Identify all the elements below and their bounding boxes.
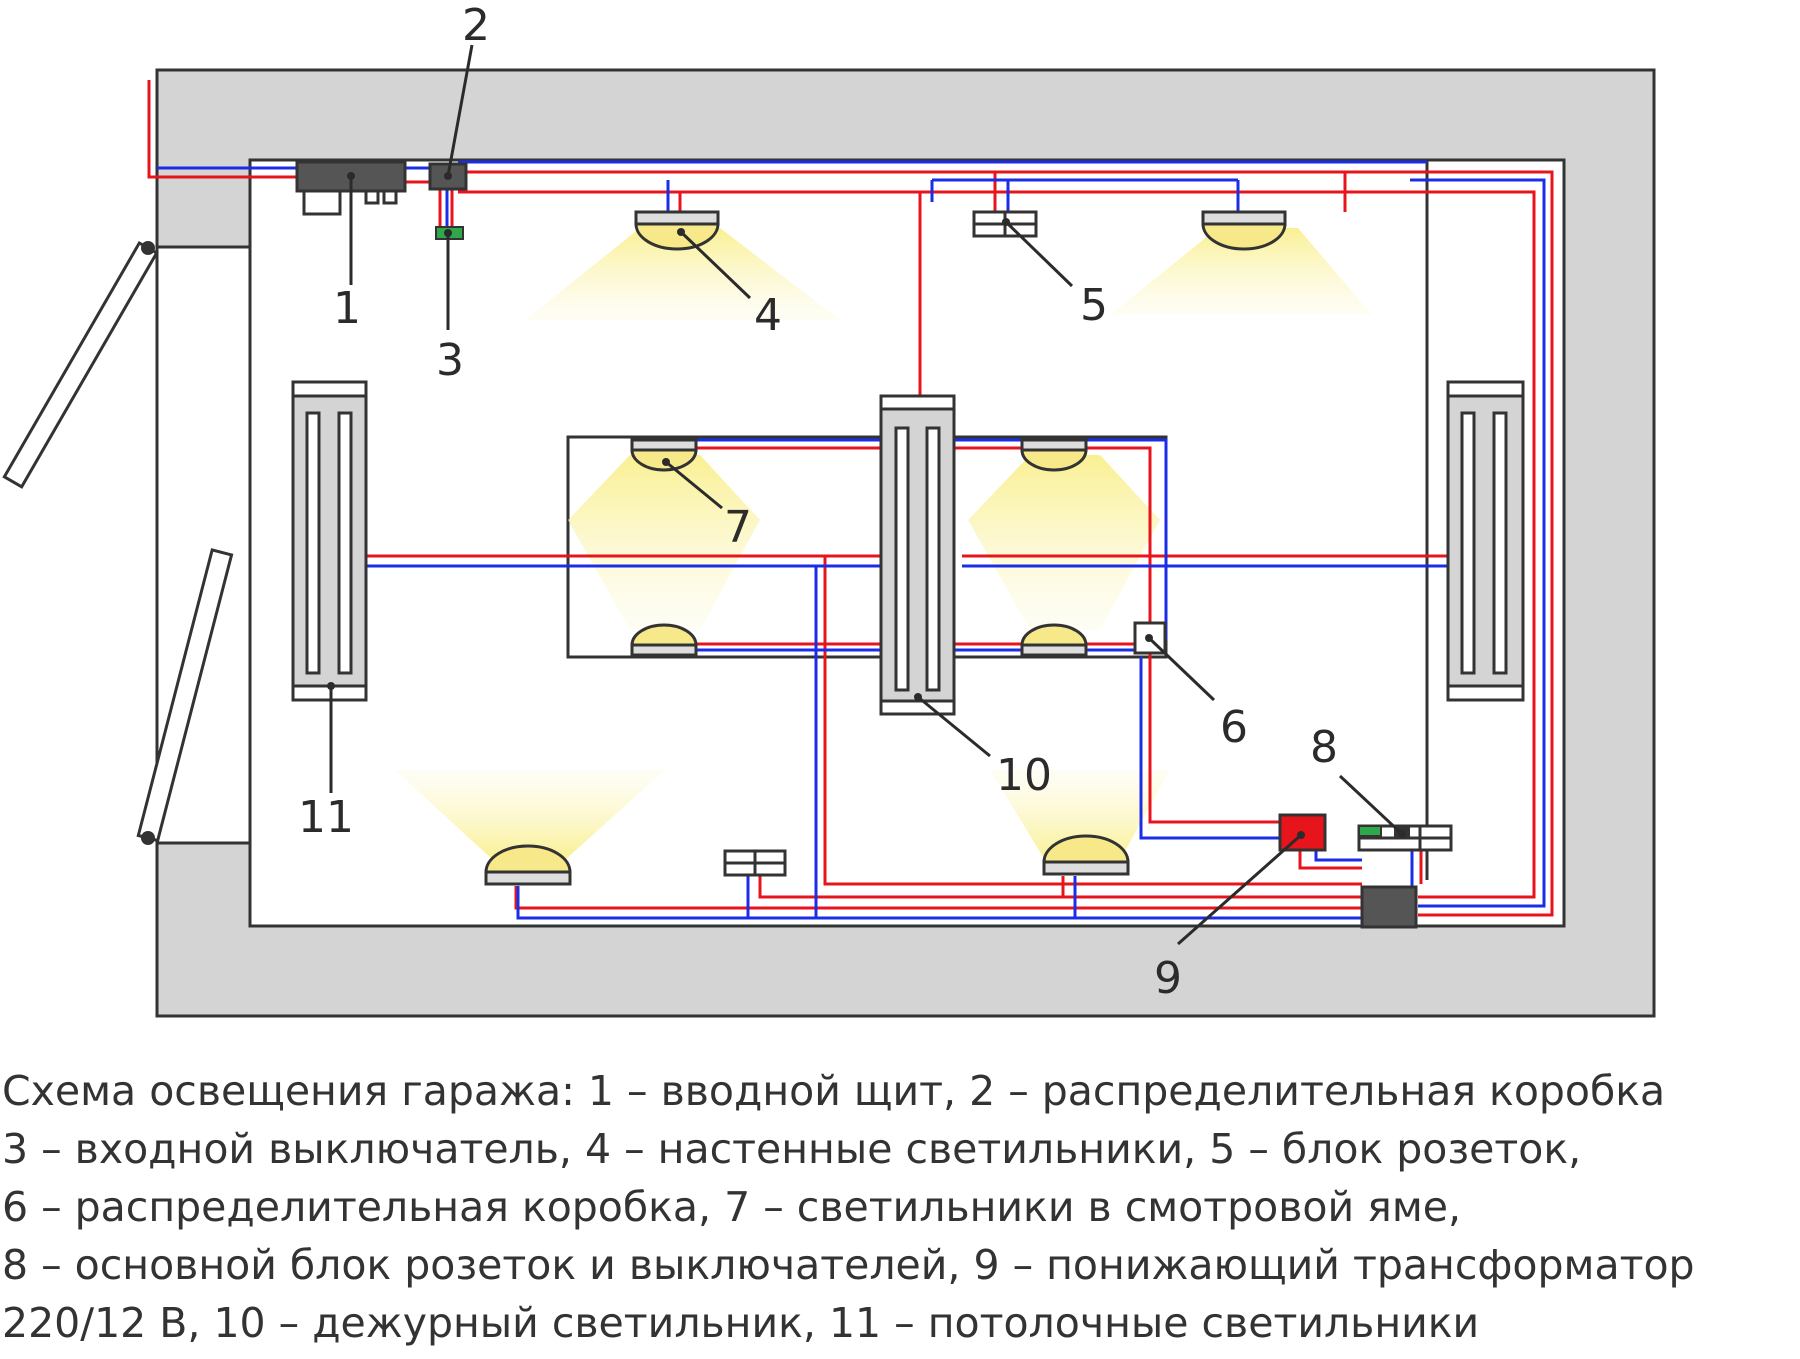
- label-5: 5: [1080, 280, 1108, 331]
- phase-wiring: [147, 80, 1554, 917]
- label-8: 8: [1310, 722, 1338, 773]
- label-7: 7: [724, 502, 752, 553]
- floor-lamp: [1042, 834, 1130, 876]
- door-hinge-bottom: [141, 831, 155, 845]
- label-11: 11: [298, 792, 354, 843]
- pit-lamp: [1020, 438, 1088, 472]
- leader-lines: [329, 44, 1404, 946]
- wall-lamp: [634, 210, 720, 251]
- garage-doors: [2, 240, 234, 845]
- distribution-box-bottom: [1360, 885, 1418, 929]
- ceiling-lamp: [291, 380, 368, 702]
- label-4: 4: [754, 290, 782, 341]
- pit-lamp: [1020, 623, 1088, 657]
- door-hinge-top: [141, 241, 155, 255]
- door-opening-edges: [157, 245, 250, 845]
- label-10: 10: [996, 750, 1052, 801]
- label-6: 6: [1220, 702, 1248, 753]
- socket-block: [972, 210, 1038, 238]
- figure-caption: Схема освещения гаража: 1 – вводной щит,…: [2, 1062, 1798, 1352]
- caption-line: 8 – основной блок розеток и выключателей…: [2, 1241, 1695, 1289]
- leader-dots: [327, 172, 1406, 839]
- callout-numbers: 1 2 3 4 5 6 7 8 9 10 11: [298, 0, 1338, 1004]
- caption-line: 6 – распределительная коробка, 7 – свети…: [2, 1183, 1462, 1231]
- floor-lamp: [484, 844, 572, 886]
- label-2: 2: [462, 0, 490, 51]
- ceiling-lamp: [1446, 380, 1525, 702]
- caption-line: 220/12 В, 10 – дежурный светильник, 11 –…: [2, 1299, 1480, 1347]
- caption-line: 3 – входной выключатель, 4 – настенные с…: [2, 1125, 1582, 1173]
- pit-lamp: [630, 623, 698, 657]
- pit-lamp: [630, 438, 698, 472]
- label-3: 3: [436, 335, 464, 386]
- wall-lamp: [1201, 210, 1287, 251]
- label-9: 9: [1154, 953, 1182, 1004]
- standby-lamp: [879, 394, 956, 716]
- caption-line: Схема освещения гаража: 1 – вводной щит,…: [2, 1067, 1666, 1115]
- main-socket-switch-block: [1357, 824, 1453, 852]
- socket-block: [723, 849, 787, 877]
- garage-lighting-diagram: 1 2 3 4 5 6 7 8 9 10 11: [2, 0, 1656, 1018]
- label-1: 1: [333, 283, 361, 334]
